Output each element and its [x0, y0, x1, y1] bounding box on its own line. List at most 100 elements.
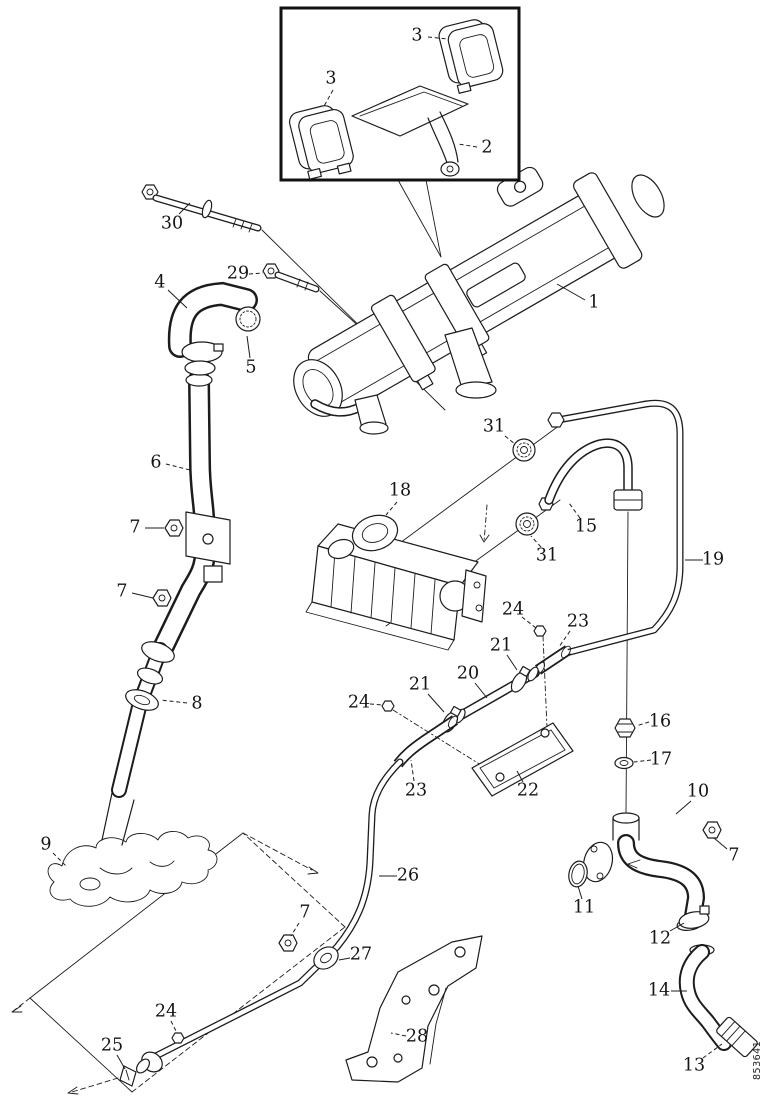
bolt-29: [262, 263, 320, 293]
leader-29: [248, 272, 264, 275]
callout-23-lower: 23: [404, 780, 428, 801]
inset-box: [279, 6, 521, 258]
callout-28: 28: [405, 1026, 429, 1047]
formed-tube-19: [547, 399, 684, 657]
callout-7-d: 7: [299, 902, 311, 923]
callout-18: 18: [388, 480, 412, 501]
callout-24-upper: 24: [501, 599, 525, 620]
bolt-7-a: [164, 519, 184, 537]
tube-end-clamp-cluster: [135, 1051, 163, 1074]
leader-1: [556, 283, 586, 301]
leader-16: [635, 721, 650, 727]
callout-7-a: 7: [129, 517, 141, 538]
leader-22: [516, 770, 524, 783]
leader-9: [52, 852, 67, 867]
leader-10: [675, 800, 692, 815]
callout-31-upper: 31: [482, 416, 506, 437]
leader-7-d: [290, 922, 300, 937]
elbow-flange: [582, 841, 614, 883]
callout-3-left: 3: [325, 68, 337, 89]
callout-4: 4: [154, 272, 166, 293]
callout-13: 13: [682, 1055, 706, 1076]
leader-21-lower: [427, 693, 445, 713]
inset-pointer: [397, 179, 442, 258]
callout-2: 2: [481, 137, 493, 158]
callout-8: 8: [191, 693, 203, 714]
leader-25: [116, 1054, 126, 1070]
leader-8: [159, 699, 188, 704]
leader-31-lower: [530, 535, 542, 548]
grommet-27: [313, 946, 339, 970]
pipe-bracket: [185, 511, 231, 583]
flared-joint-8: [125, 641, 175, 711]
hose-15: [538, 438, 643, 511]
leader-24-mid: [369, 703, 384, 706]
connector-13: [716, 1016, 758, 1058]
leader-3-left: [322, 89, 334, 109]
cooler-clamp-band-left: [370, 294, 436, 391]
hose-23-upper: [534, 645, 572, 675]
tube-19-nut: [547, 412, 565, 428]
callout-19: 19: [701, 549, 725, 570]
union-31-upper: [512, 438, 536, 462]
callout-9: 9: [40, 834, 52, 855]
leader-6: [165, 463, 191, 471]
callout-25: 25: [100, 1035, 124, 1056]
leader-27: [338, 957, 351, 961]
leader-31-upper: [504, 435, 516, 445]
bolt-24-mid: [381, 700, 395, 712]
cooler-end-flange: [573, 172, 643, 269]
bracket-28: [345, 935, 483, 1083]
elbow-hose-4: [167, 281, 261, 376]
callout-15: 15: [574, 516, 598, 537]
callout-29: 29: [226, 263, 250, 284]
callout-27: 27: [349, 944, 373, 965]
elbow-hose-10: [568, 812, 706, 931]
leader-2: [457, 143, 478, 148]
callout-14: 14: [647, 980, 671, 1001]
callout-11: 11: [572, 897, 596, 918]
callout-6: 6: [150, 452, 162, 473]
leader-18: [385, 501, 398, 516]
leader-12: [669, 922, 685, 932]
water-pipe-6: [111, 369, 231, 798]
leader-24-upper: [521, 616, 537, 629]
isolator-pad-right: [438, 19, 504, 94]
leader-15: [568, 502, 581, 519]
leader-28: [390, 1032, 407, 1037]
leader-3-right: [427, 36, 449, 40]
callout-7-c: 7: [728, 845, 740, 866]
leader-23-upper: [558, 630, 571, 648]
callout-16: 16: [648, 711, 672, 732]
mounting-plane: [11, 832, 346, 1095]
leader-13: [702, 1043, 723, 1059]
clamp-5-ring: [181, 341, 224, 363]
union-31-lower: [515, 512, 539, 536]
leader-21-upper: [506, 654, 518, 671]
callout-12: 12: [648, 928, 672, 949]
bolt-7-right: [702, 821, 722, 839]
leader-23-lower: [410, 759, 415, 782]
callout-3-right: 3: [411, 25, 423, 46]
leader-5: [246, 335, 251, 359]
cooler-mount-leg: [354, 327, 497, 435]
callout-21-lower: 21: [408, 674, 432, 695]
leader-30: [178, 202, 191, 215]
document-number: 853641: [752, 1040, 763, 1080]
callout-30: 30: [160, 213, 184, 234]
callout-17: 17: [649, 749, 673, 770]
bolt-30: [141, 184, 262, 233]
callout-21-upper: 21: [489, 635, 513, 656]
bolt-24-upper: [533, 625, 547, 637]
engine-block-18: [305, 514, 487, 651]
callout-22: 22: [516, 780, 540, 801]
o-ring-11: [568, 860, 588, 888]
callout-24-bottom: 24: [154, 1001, 178, 1022]
clamp-5-union: [235, 306, 261, 332]
bolt-7-bottom: [278, 934, 298, 952]
hose-clamp-21-upper: [510, 665, 531, 693]
callout-1: 1: [588, 292, 600, 313]
callout-31-lower: 31: [535, 545, 559, 566]
clip-25: [119, 1065, 137, 1087]
isolator-pad-left: [288, 105, 354, 180]
